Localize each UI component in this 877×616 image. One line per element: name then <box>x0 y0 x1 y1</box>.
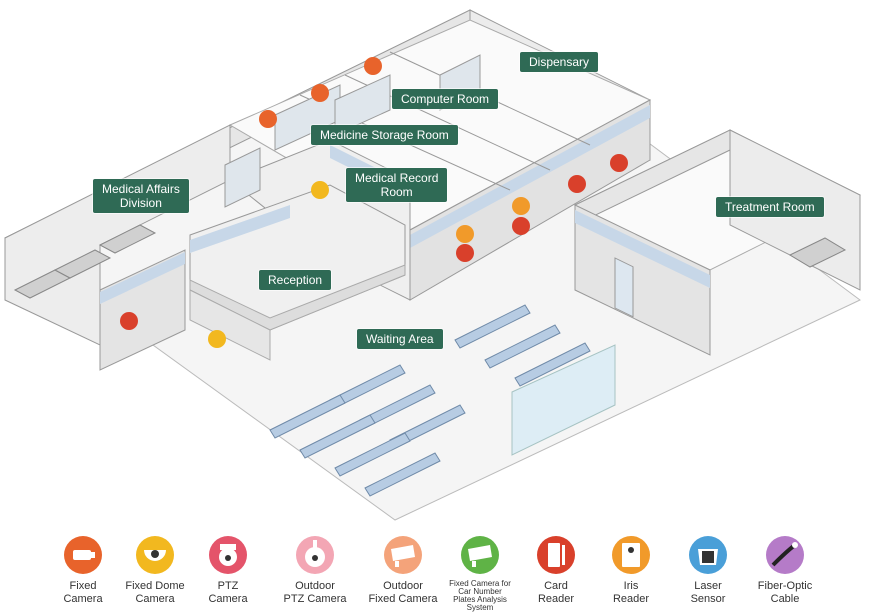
room-label-medical-affairs-division: Medical Affairs Division <box>93 179 189 213</box>
card-reader-marker <box>456 244 474 262</box>
fiber-optic-cable-icon <box>766 536 804 574</box>
fixed-camera-car-number-plates-icon <box>461 536 499 574</box>
legend-item-outdoor-ptz-camera: Outdoor PTZ Camera <box>270 535 360 606</box>
card-reader-marker <box>512 217 530 235</box>
legend-label: Outdoor Fixed Camera <box>368 580 438 605</box>
reception-band <box>190 205 290 253</box>
legend-item-fiber-optic-cable: Fiber-Optic Cable <box>740 535 830 606</box>
legend-item-fixed-camera: Fixed Camera <box>38 535 128 606</box>
reception-desk-front <box>189 289 271 361</box>
corridor-band <box>410 105 650 248</box>
outdoor-fixed-camera-icon <box>384 536 422 574</box>
legend-label: Fixed Camera for Car Number Plates Analy… <box>449 579 511 612</box>
device-legend: Fixed Camera Fixed Dome Camera PTZ Camer… <box>0 535 877 616</box>
treatment-door <box>614 257 634 318</box>
iris-reader-marker <box>512 197 530 215</box>
legend-label: Outdoor PTZ Camera <box>283 580 347 605</box>
legend-item-iris-reader: Iris Reader <box>586 535 676 606</box>
legend-label: Iris Reader <box>612 580 650 605</box>
office-desks <box>13 224 847 299</box>
legend-label: Laser Sensor <box>690 580 726 605</box>
legend-label: Fiber-Optic Cable <box>757 580 813 605</box>
outdoor-ptz-camera-icon <box>296 536 334 574</box>
treatment-front-wall <box>574 204 711 356</box>
fixed-dome-camera-marker <box>311 181 329 199</box>
legend-label: PTZ Camera <box>208 580 248 605</box>
glass-partition <box>511 344 616 456</box>
legend-item-card-reader: Card Reader <box>511 535 601 606</box>
iris-reader-icon <box>612 536 650 574</box>
laser-sensor-icon <box>689 536 727 574</box>
room-label-medicine-storage-room: Medicine Storage Room <box>311 125 458 145</box>
legend-label: Card Reader <box>537 580 575 605</box>
legend-item-outdoor-fixed-camera: Outdoor Fixed Camera <box>358 535 448 606</box>
card-reader-marker <box>610 154 628 172</box>
card-reader-marker <box>568 175 586 193</box>
fixed-camera-icon <box>64 536 102 574</box>
device-markers <box>120 57 628 348</box>
card-reader-icon <box>537 536 575 574</box>
legend-label: Fixed Dome Camera <box>125 580 185 605</box>
fixed-camera-marker <box>311 84 329 102</box>
room-label-medical-record-room: Medical Record Room <box>346 168 448 202</box>
legend-label: Fixed Camera <box>63 580 103 605</box>
card-reader-marker <box>120 312 138 330</box>
iris-reader-marker <box>456 225 474 243</box>
fixed-camera-marker <box>259 110 277 128</box>
treatment-band <box>575 210 710 288</box>
waiting-benches <box>269 304 591 497</box>
room-label-reception: Reception <box>259 270 332 290</box>
office-band <box>100 252 185 304</box>
room-label-dispensary: Dispensary <box>520 52 599 72</box>
room-label-computer-room: Computer Room <box>392 89 499 109</box>
storage-shelves <box>224 54 481 208</box>
fixed-dome-camera-marker <box>208 330 226 348</box>
legend-item-fixed-camera-car-number-plates: Fixed Camera for Car Number Plates Analy… <box>435 535 525 612</box>
ptz-camera-icon <box>209 536 247 574</box>
room-label-waiting-area: Waiting Area <box>357 329 443 349</box>
office-front-wall <box>99 249 186 371</box>
fixed-dome-camera-icon <box>136 536 174 574</box>
legend-item-laser-sensor: Laser Sensor <box>663 535 753 606</box>
legend-item-ptz-camera: PTZ Camera <box>183 535 273 606</box>
legend-item-fixed-dome-camera: Fixed Dome Camera <box>110 535 200 606</box>
hospital-floor-plan <box>4 9 862 521</box>
fixed-camera-marker <box>364 57 382 75</box>
room-label-treatment-room: Treatment Room <box>716 197 824 217</box>
